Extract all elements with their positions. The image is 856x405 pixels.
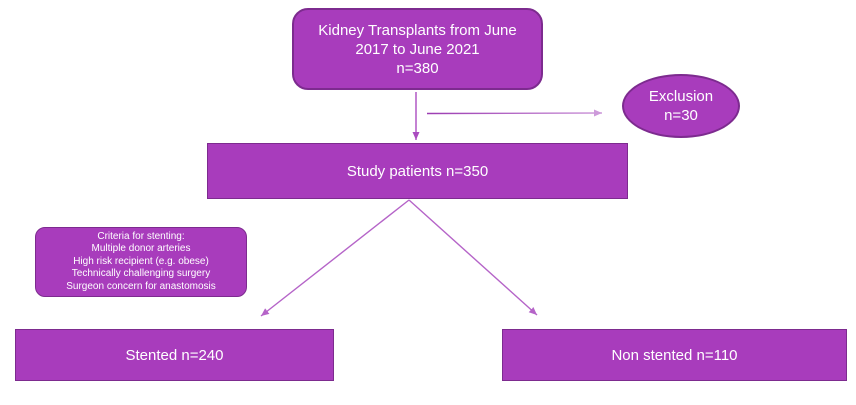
node-exclusion: Exclusion n=30: [622, 74, 740, 138]
node-stenting-criteria: Criteria for stenting: Multiple donor ar…: [35, 227, 247, 297]
node-study-patients: Study patients n=350: [207, 143, 628, 199]
node-stented-label: Stented n=240: [125, 346, 224, 364]
node-non-stented-label: Non stented n=110: [611, 346, 738, 364]
node-study-patients-label: Study patients n=350: [346, 162, 489, 180]
node-stented: Stented n=240: [15, 329, 334, 381]
node-stenting-criteria-label: Criteria for stenting: Multiple donor ar…: [66, 230, 216, 292]
arrow-study-to-stented: [260, 199, 410, 317]
node-kidney-transplants: Kidney Transplants from June 2017 to Jun…: [292, 8, 543, 90]
node-non-stented: Non stented n=110: [502, 329, 847, 381]
node-kidney-transplants-label: Kidney Transplants from June 2017 to Jun…: [318, 21, 517, 77]
node-exclusion-label: Exclusion n=30: [648, 88, 714, 124]
arrow-to-exclusion: [426, 109, 603, 117]
arrow-study-to-non-stented: [408, 199, 538, 316]
